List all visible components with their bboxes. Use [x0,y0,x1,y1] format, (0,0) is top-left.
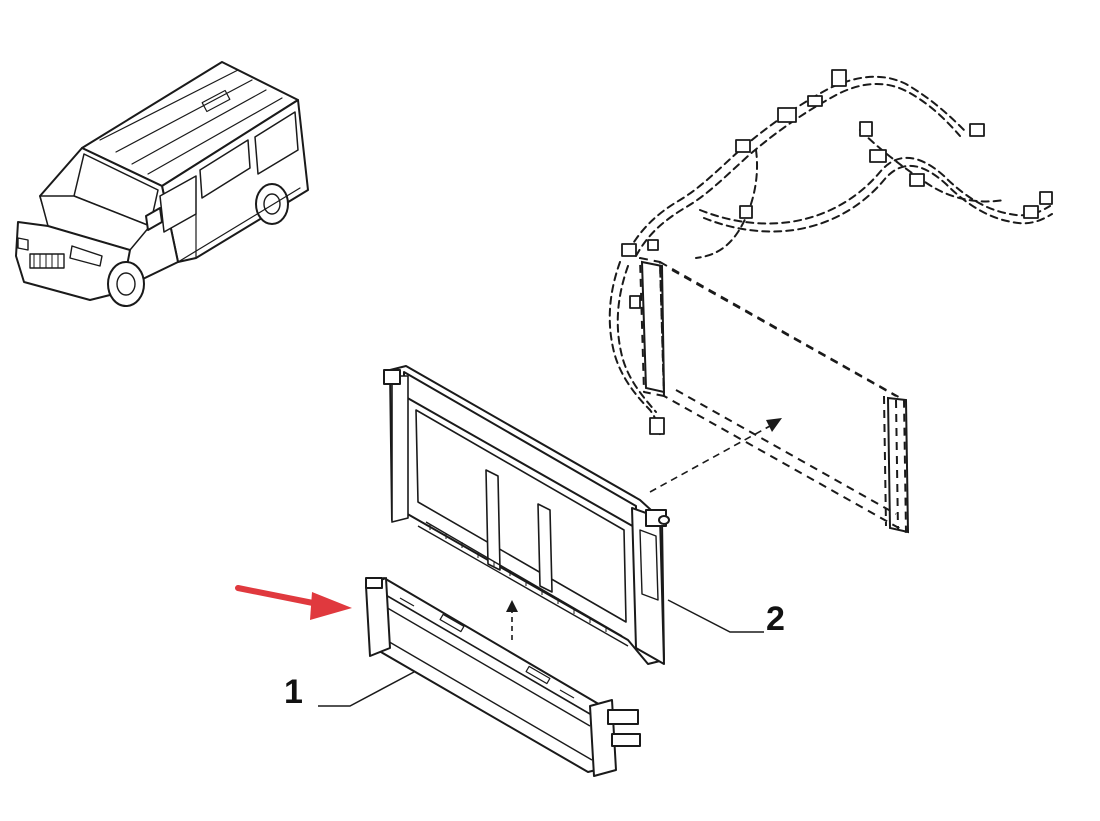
leader-line-1 [318,671,415,707]
assembly-arrow-diagonal [649,425,771,493]
wiring-harness [608,69,1053,437]
assembly-arrow-diagonal-head [766,418,782,432]
van-icon [15,61,309,307]
callout-label-2: 2 [766,600,785,638]
callout-label-1: 1 [284,673,303,711]
condenser-side-tank [640,260,910,534]
condenser-outline [639,257,907,533]
charge-air-cooler [365,577,641,777]
radiator-frame [383,365,670,665]
leader-line-2 [667,599,764,633]
red-arrow-icon [235,585,352,620]
assembly-arrow-up-head [506,600,518,612]
